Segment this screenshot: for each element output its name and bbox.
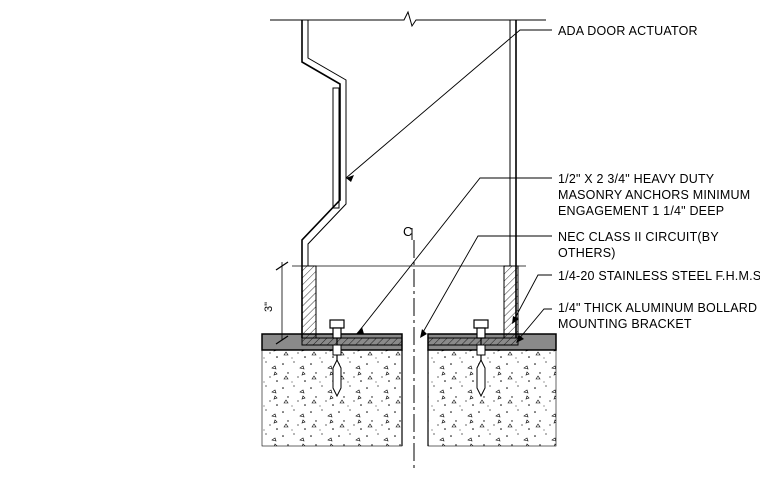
callout-line: OTHERS) [558,246,616,260]
bracket-plate-right [427,337,519,346]
leader-lines [345,29,552,343]
concrete-foundation [261,349,557,447]
ada-door-actuator [332,87,340,209]
callout-line: MOUNTING BRACKET [558,317,692,331]
callout-line: ENGAGEMENT 1 1/4" DEEP [558,204,724,218]
masonry-anchor-right [473,319,489,398]
callout-masonry-anchors: 1/2" X 2 3/4" HEAVY DUTY MASONRY ANCHORS… [558,172,750,218]
callout-mounting-bracket: 1/4" THICK ALUMINUM BOLLARD MOUNTING BRA… [558,301,757,331]
concrete-block-right [427,349,557,447]
bracket-plate-left [301,337,403,346]
mounting-bracket [301,337,519,346]
callout-line: NEC CLASS II CIRCUIT(BY [558,230,719,244]
centerline-label: C [403,224,412,239]
centerline: C [403,224,415,470]
callout-fhms-screw: 1/4-20 STAINLESS STEEL F.H.M.S. [558,269,760,283]
dimension-label: 3" [263,302,275,312]
dimension-3in: 3" [263,261,289,345]
concrete-block-left [261,349,403,447]
callout-line: 1/2" X 2 3/4" HEAVY DUTY [558,172,715,186]
masonry-anchor-left [329,319,345,398]
callout-line: 1/4" THICK ALUMINUM BOLLARD [558,301,757,315]
callout-ada-door-actuator: ADA DOOR ACTUATOR [558,24,698,38]
callout-line: ADA DOOR ACTUATOR [558,24,698,38]
callout-line: MASONRY ANCHORS MINIMUM [558,188,750,202]
bollard-body [270,10,546,339]
callout-line: 1/4-20 STAINLESS STEEL F.H.M.S. [558,269,760,283]
callout-nec-circuit: NEC CLASS II CIRCUIT(BY OTHERS) [558,230,719,260]
